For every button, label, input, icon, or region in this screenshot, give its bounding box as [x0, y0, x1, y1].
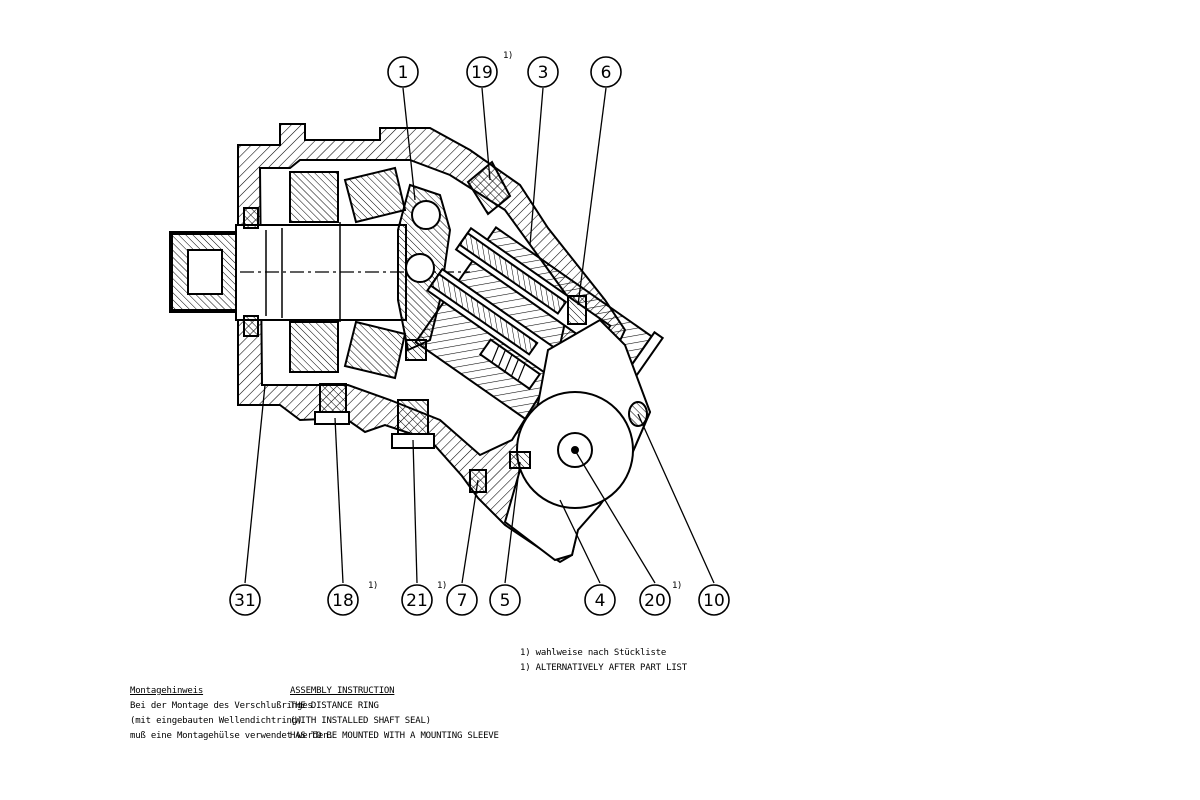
callout-21: 21: [406, 591, 428, 611]
plug-small: [405, 339, 427, 361]
footnote-line-en: 1) ALTERNATIVELY AFTER PART LIST: [520, 663, 687, 673]
piston-upper: [458, 231, 568, 315]
assembly-note-de-line: Bei der Montage des Verschlußringes: [130, 701, 313, 711]
seal-lower: [243, 315, 259, 337]
centre-pin: [478, 338, 542, 391]
assembly-note-en-line: (WITH INSTALLED SHAFT SEAL): [290, 716, 431, 726]
plug-18-head: [314, 411, 350, 425]
piston-ball-lower: [405, 253, 435, 283]
leader-5: [504, 461, 521, 584]
callout-5: 5: [500, 591, 511, 611]
assembly-note-de: Montagehinweis Bei der Montage des Versc…: [130, 684, 334, 744]
leader-7: [461, 479, 479, 584]
footnote-mark-20: 1): [672, 581, 681, 591]
leader-19: [481, 87, 491, 181]
assembly-note-de-line: (mit eingebauten Wellendichtring): [130, 716, 303, 726]
plug-18: [319, 383, 347, 415]
leader-1: [402, 87, 416, 201]
leader-21: [412, 439, 418, 584]
assembly-note-en-line: HAS TO BE MOUNTED WITH A MOUNTING SLEEVE: [290, 731, 499, 741]
pin-5: [509, 451, 531, 469]
assembly-note-de-line: muß eine Montagehülse verwendet werden.: [130, 731, 334, 741]
piston-ball-upper: [411, 200, 441, 230]
plug-21: [397, 399, 429, 437]
leader-4: [559, 499, 601, 584]
callout-4: 4: [595, 591, 606, 611]
screw-6: [567, 295, 587, 325]
leader-3: [529, 87, 544, 246]
callout-7: 7: [457, 591, 468, 611]
callout-18: 18: [332, 591, 354, 611]
callout-6: 6: [601, 63, 612, 83]
leader-31: [244, 384, 266, 584]
bearing-upper-left: [289, 171, 339, 223]
leader-20: [575, 451, 656, 584]
footnote-mark-19: 1): [503, 51, 512, 61]
seal-upper: [243, 207, 259, 229]
bearing-lower-right: [343, 320, 407, 380]
assembly-note-en-title: ASSEMBLY INSTRUCTION: [290, 686, 395, 696]
plug-19: [466, 160, 512, 216]
assembly-note-de-title: Montagehinweis: [130, 686, 204, 696]
bearing-lower-left: [289, 321, 339, 373]
assembly-note-en-line: THE DISTANCE RING: [290, 701, 379, 711]
callout-1: 1: [398, 63, 409, 83]
assembly-note-en: ASSEMBLY INSTRUCTION THE DISTANCE RING (…: [290, 684, 499, 744]
shaft-spline: [187, 249, 223, 295]
footnote-line-de: 1) wahlweise nach Stückliste: [520, 648, 667, 658]
callout-20: 20: [644, 591, 666, 611]
callout-31: 31: [234, 591, 256, 611]
piston-lower: [429, 272, 539, 356]
footnote-block: 1) wahlweise nach Stückliste 1) ALTERNAT…: [520, 646, 687, 676]
leader-18: [334, 417, 344, 584]
callout-19: 19: [471, 63, 493, 83]
leader-10: [637, 413, 715, 584]
leader-6: [577, 87, 607, 306]
callout-10: 10: [703, 591, 725, 611]
footnote-mark-21: 1): [437, 581, 446, 591]
footnote-mark-18: 1): [368, 581, 377, 591]
callout-3: 3: [538, 63, 549, 83]
